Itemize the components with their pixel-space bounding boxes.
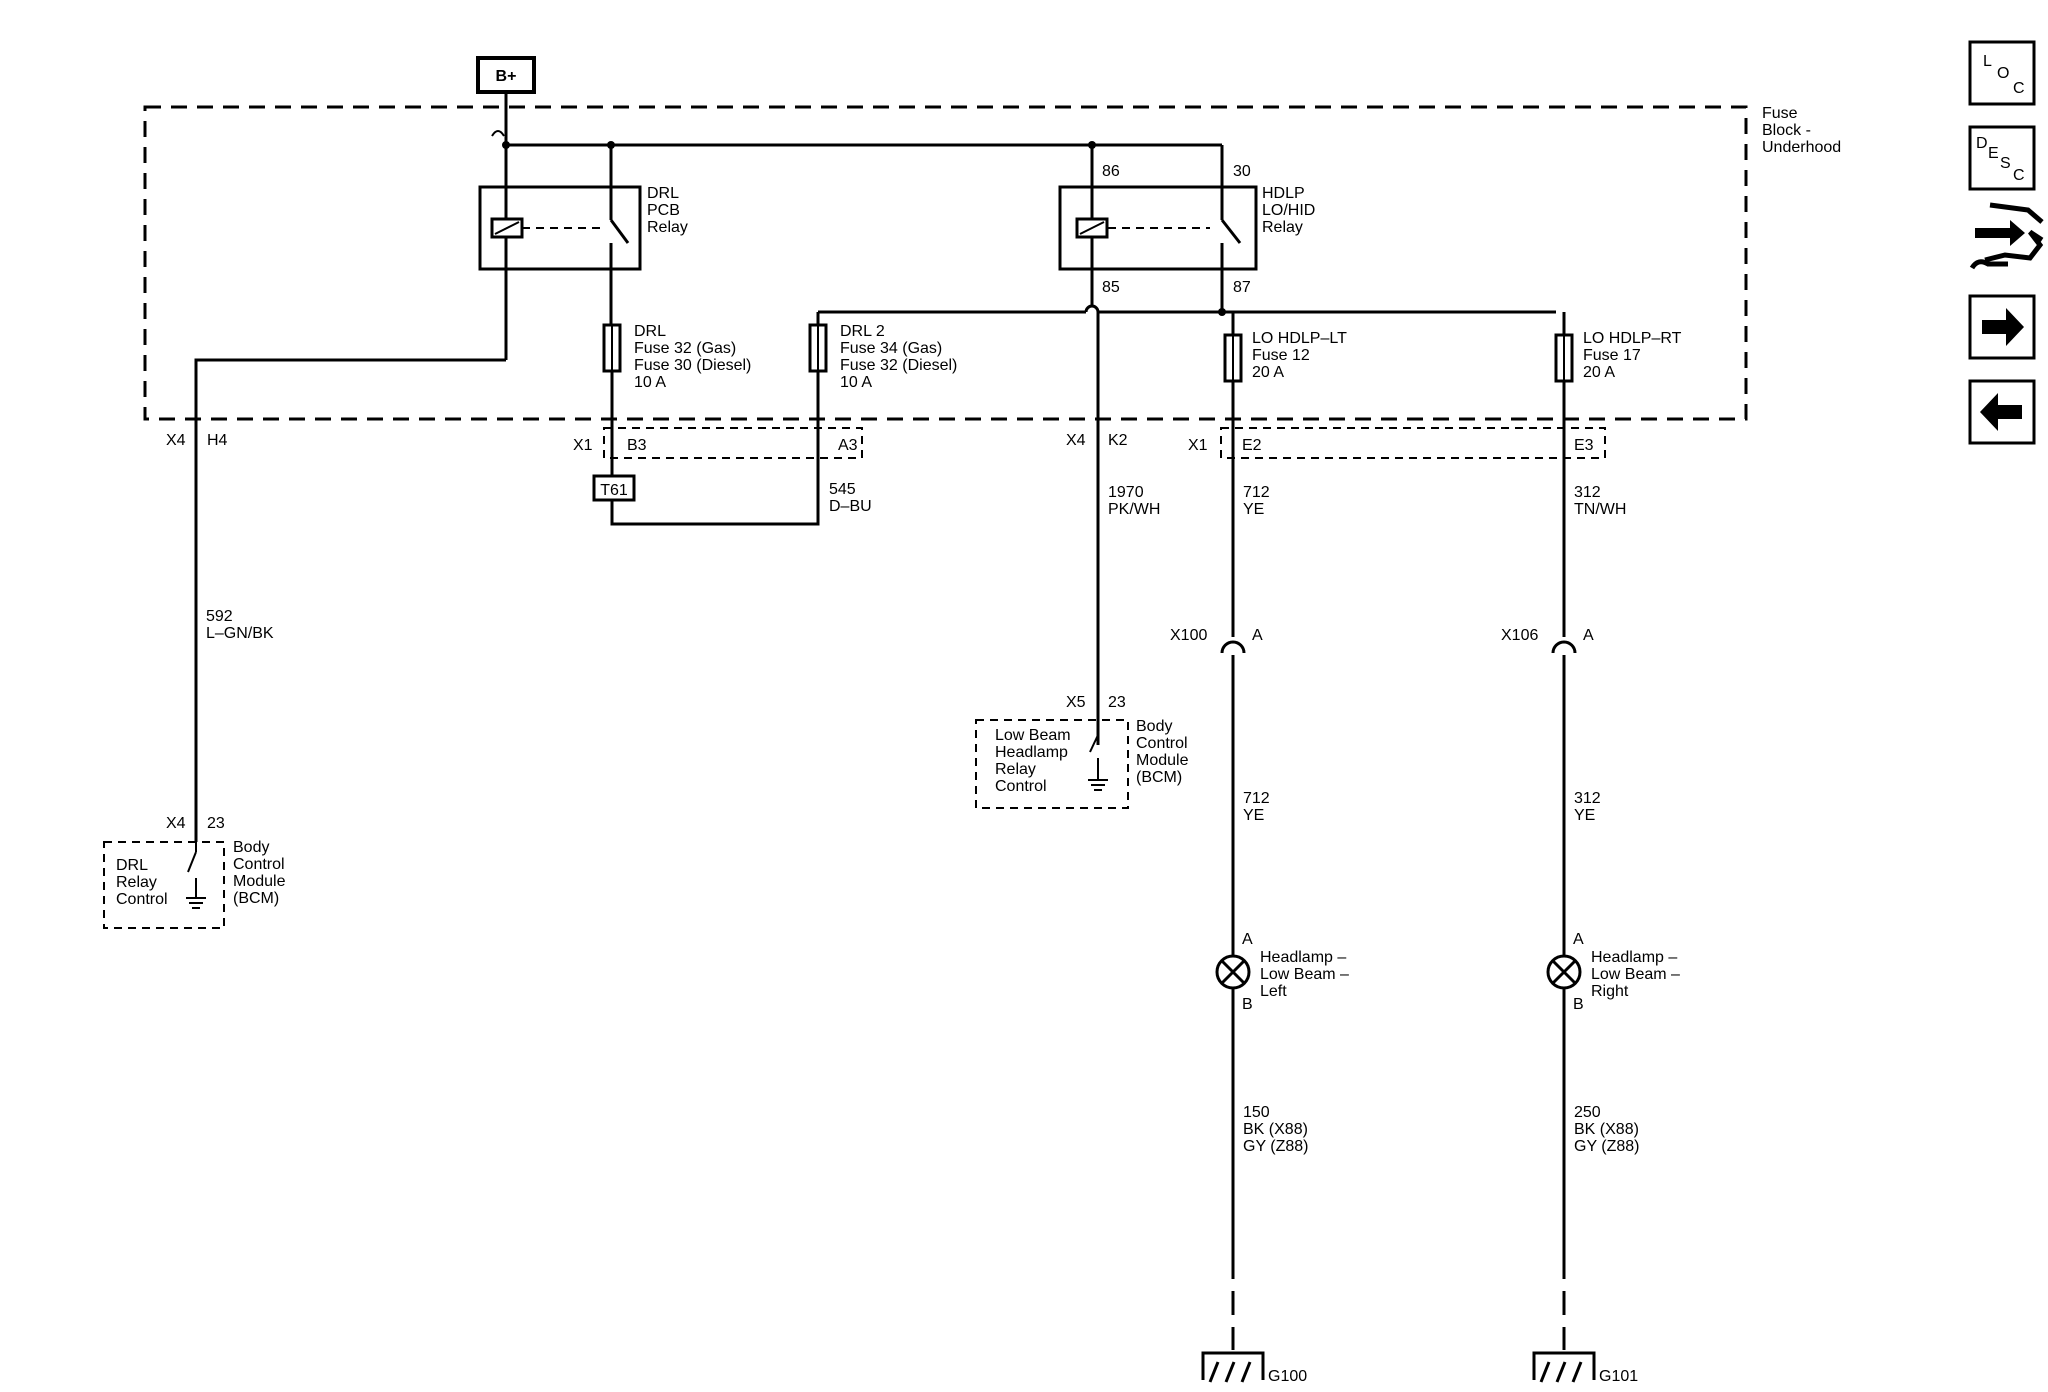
bcm-mid-pin: 23: [1108, 694, 1126, 711]
connectors-row: X4 H4 X1 B3 A3 X4 K2 X1 E2 E3: [166, 427, 1606, 459]
ground-g100: G100: [1201, 1351, 1307, 1385]
loc-letter-l: L: [1983, 53, 1992, 70]
conn-x106-label: X106: [1501, 627, 1538, 644]
conn-x4-mid: X4: [1066, 432, 1086, 449]
conn-x1-right: X1: [1188, 437, 1208, 454]
lamp-left-pin-b: B: [1242, 996, 1253, 1013]
splice-t61-label: T61: [600, 482, 628, 499]
desc-letter-c: C: [2013, 167, 2025, 184]
bcm-left-pin: 23: [207, 815, 225, 832]
desc-letter-s: S: [2000, 155, 2011, 172]
connector-x100: X100 A: [1170, 627, 1263, 672]
bcm-mid-conn: X5: [1066, 694, 1086, 711]
lamp-right-pin-b: B: [1573, 996, 1584, 1013]
conn-b3: B3: [627, 437, 647, 454]
conn-x1-left: X1: [573, 437, 593, 454]
component-connector-icon[interactable]: [1969, 202, 2044, 270]
lamp-left-pin-a: A: [1242, 931, 1253, 948]
loc-letter-o: O: [1997, 65, 2009, 82]
conn-a3: A3: [838, 437, 858, 454]
fuse-block-outline: [143, 105, 1748, 421]
loc-letter-c: C: [2013, 80, 2025, 97]
conn-x106-pin: A: [1583, 627, 1594, 644]
conn-x100-label: X100: [1170, 627, 1207, 644]
connector-x106: X106 A: [1501, 627, 1594, 672]
loc-button[interactable]: L O C: [1968, 40, 2036, 106]
splice-t61: T61: [592, 474, 636, 502]
conn-e3: E3: [1574, 437, 1594, 454]
conn-x100-pin: A: [1252, 627, 1263, 644]
headlamp-low-beam-left: A B Headlamp –Low Beam –Left: [1215, 931, 1349, 1013]
previous-arrow-icon[interactable]: [1968, 379, 2036, 445]
lamp-right-pin-a: A: [1573, 931, 1584, 948]
pin-85: 85: [1102, 279, 1120, 296]
lamp-right-label: Headlamp –Low Beam –Right: [1591, 949, 1680, 1000]
desc-letter-d: D: [1976, 135, 1988, 152]
b-plus-bus: [491, 92, 1222, 360]
conn-k2: K2: [1108, 432, 1128, 449]
ground-g101-label: G101: [1599, 1368, 1638, 1385]
battery-label: B+: [496, 68, 517, 85]
ground-g101: G101: [1532, 1351, 1638, 1385]
bcm-left-conn: X4: [166, 815, 186, 832]
next-arrow-icon[interactable]: [1968, 294, 2036, 360]
conn-x4-left: X4: [166, 432, 186, 449]
wire-545: [610, 371, 820, 526]
relay-87-bus: [816, 304, 1556, 325]
ground-g100-label: G100: [1268, 1368, 1307, 1385]
pin-87: 87: [1233, 279, 1251, 296]
desc-letter-e: E: [1988, 145, 1999, 162]
lamp-left-label: Headlamp –Low Beam –Left: [1260, 949, 1349, 1000]
conn-e2: E2: [1242, 437, 1262, 454]
headlamp-low-beam-right: A B Headlamp –Low Beam –Right: [1546, 931, 1680, 1013]
conn-h4: H4: [207, 432, 228, 449]
pin-30: 30: [1233, 163, 1251, 180]
battery-positive-source: B+: [476, 56, 536, 94]
pin-86: 86: [1102, 163, 1120, 180]
desc-button[interactable]: D E S C: [1968, 125, 2036, 191]
